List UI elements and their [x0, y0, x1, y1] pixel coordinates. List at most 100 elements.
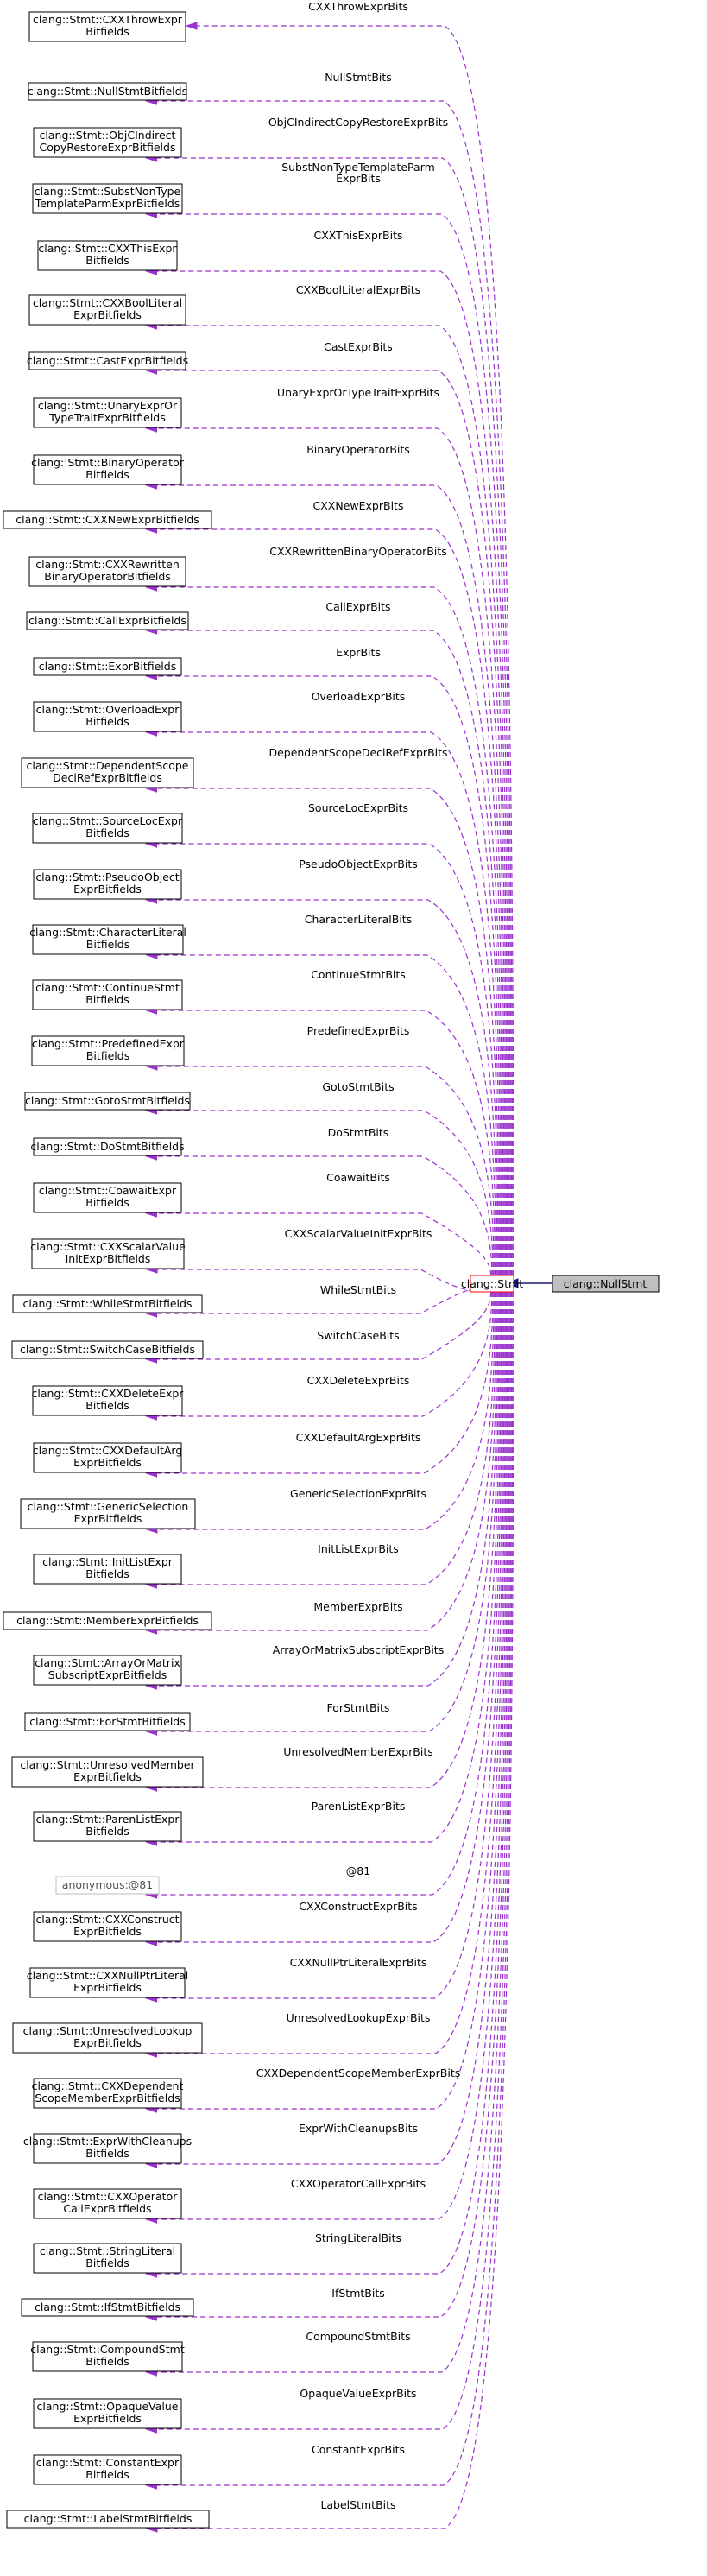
node-label: clang::Stmt::ForStmtBitfields — [29, 1715, 186, 1728]
node-genericsel[interactable]: clang::Stmt::GenericSelectionExprBitfiel… — [20, 1498, 196, 1529]
edge-label: CXXThisExprBits — [313, 229, 402, 242]
usage-edge-throwexpr: CXXThrowExprBits — [185, 0, 514, 1276]
node-for[interactable]: clang::Stmt::ForStmtBitfields — [24, 1712, 191, 1731]
edge-label: CXXScalarValueInitExprBits — [285, 1227, 432, 1240]
node-unaryexpror[interactable]: clang::Stmt::UnaryExprOrTypeTraitExprBit… — [33, 397, 182, 428]
node-do[interactable]: clang::Stmt::DoStmtBitfields — [30, 1137, 185, 1156]
usage-edge-initlist: InitListExprBits — [144, 1291, 496, 1589]
node-cxxnew[interactable]: clang::Stmt::CXXNewExprBitfields — [3, 510, 212, 529]
node-label: clang::Stmt::PseudoObject — [35, 870, 179, 883]
node-label: clang::Stmt::PredefinedExpr — [32, 1037, 185, 1050]
node-objcindirect[interactable]: clang::Stmt::ObjCIndirectCopyRestoreExpr… — [33, 127, 182, 158]
node-binaryop[interactable]: clang::Stmt::BinaryOperatorBitfields — [31, 454, 185, 485]
node-unresolvedmember[interactable]: clang::Stmt::UnresolvedMemberExprBitfiel… — [11, 1756, 204, 1788]
node-callexpr[interactable]: clang::Stmt::CallExprBitfields — [26, 611, 189, 630]
node-while[interactable]: clang::Stmt::WhileStmtBitfields — [12, 1294, 203, 1313]
node-label: CallExprBitfields — [63, 2202, 151, 2215]
node-substnontype[interactable]: clang::Stmt::SubstNonTypeTemplateParmExp… — [32, 183, 183, 214]
node-label: Bitfields — [85, 993, 129, 1006]
node-castexpr[interactable]: clang::Stmt::CastExprBitfields — [27, 351, 188, 370]
edge-label: LabelStmtBits — [320, 2498, 395, 2511]
node-arrayormatrix[interactable]: clang::Stmt::ArrayOrMatrixSubscriptExprB… — [33, 1655, 182, 1686]
edge-label: CXXDeleteExprBits — [307, 1374, 410, 1387]
node-label: clang::Stmt::ExprBitfields — [39, 660, 176, 673]
node-cxxrewritten[interactable]: clang::Stmt::CXXRewrittenBinaryOperatorB… — [28, 556, 186, 587]
node-cxxoperator[interactable]: clang::Stmt::CXXOperatorCallExprBitfield… — [33, 2188, 182, 2219]
node-label: clang::Stmt::CXXDependent — [32, 2079, 184, 2092]
usage-edge-charlit: CharacterLiteralBits — [145, 913, 497, 1276]
node-label: TypeTraitExprBitfields — [48, 411, 166, 424]
usage-edge-coawait: CoawaitBits — [144, 1171, 492, 1276]
usage-edge-cxxscalar: CXXScalarValueInitExprBits — [145, 1227, 490, 1292]
node-dependentscope[interactable]: clang::Stmt::DependentScopeDeclRefExprBi… — [21, 757, 194, 788]
edge-label: CastExprBits — [324, 340, 393, 353]
nullstmt-node[interactable]: clang::NullStmt — [552, 1275, 660, 1293]
node-cxxscalar[interactable]: clang::Stmt::CXXScalarValueInitExprBitfi… — [30, 1238, 186, 1269]
node-goto[interactable]: clang::Stmt::GotoStmtBitfields — [24, 1092, 191, 1111]
node-member[interactable]: clang::Stmt::MemberExprBitfields — [3, 1611, 212, 1630]
node-unresolvedlookup[interactable]: clang::Stmt::UnresolvedLookupExprBitfiel… — [12, 2022, 203, 2054]
node-expr[interactable]: clang::Stmt::ExprBitfields — [33, 657, 182, 676]
usage-edge-cxxnullptr: CXXNullPtrLiteralExprBits — [144, 1291, 504, 2003]
node-nullstmt[interactable]: clang::Stmt::NullStmtBitfields — [28, 82, 187, 101]
node-label: clang::Stmt::ParenListExpr — [36, 1813, 180, 1826]
node-label: ExprBitfields — [73, 1925, 142, 1938]
stmt-node[interactable]: clang::Stmt — [461, 1275, 523, 1293]
usage-edge-genericsel: GenericSelectionExprBits — [145, 1291, 495, 1534]
edge-label: @81 — [346, 1864, 370, 1877]
edge-label: BinaryOperatorBits — [306, 443, 410, 456]
node-cxxdependent[interactable]: clang::Stmt::CXXDependentScopeMemberExpr… — [32, 2078, 184, 2109]
node-label: Bitfields — [85, 826, 129, 839]
edge-label: PredefinedExprBits — [307, 1024, 410, 1037]
node-label: clang::Stmt::CallExprBitfields — [28, 614, 186, 627]
usage-edge-cxxrewritten: CXXRewrittenBinaryOperatorBits — [144, 545, 504, 1276]
node-labelstmt[interactable]: clang::Stmt::LabelStmtBitfields — [6, 2510, 210, 2529]
node-label: clang::Stmt::CXXThisExpr — [38, 242, 177, 255]
node-anon[interactable]: anonymous:@81 — [55, 1876, 160, 1895]
node-label: clang::Stmt::DependentScope — [26, 759, 188, 772]
edge-label: SourceLocExprBits — [308, 801, 408, 814]
usage-edge-if: IfStmtBits — [144, 1291, 510, 2321]
usage-edge-nullstmt: NullStmtBits — [144, 71, 514, 1276]
svg-text:clang::Stmt: clang::Stmt — [461, 1277, 523, 1290]
node-if[interactable]: clang::Stmt::IfStmtBitfields — [21, 2298, 194, 2317]
node-label: ExprBitfields — [73, 1981, 142, 1994]
node-label: CopyRestoreExprBitfields — [40, 141, 176, 154]
edge-label: WhileStmtBits — [320, 1283, 396, 1296]
node-switch[interactable]: clang::Stmt::SwitchCaseBitfields — [11, 1340, 204, 1359]
node-label: DeclRefExprBitfields — [53, 771, 162, 784]
node-label: clang::Stmt::ObjCIndirect — [40, 129, 176, 142]
node-label: clang::Stmt::UnaryExprOr — [38, 399, 178, 412]
node-label: clang::Stmt::DoStmtBitfields — [30, 1140, 184, 1153]
edge-label: ConstantExprBits — [312, 2443, 405, 2456]
node-label: ExprBitfields — [73, 2036, 142, 2049]
edge-label: ContinueStmtBits — [311, 968, 406, 981]
edge-label: ExprWithCleanupsBits — [299, 2122, 418, 2135]
edge-label: MemberExprBits — [313, 1600, 402, 1613]
node-cxxnullptr[interactable]: clang::Stmt::CXXNullPtrLiteralExprBitfie… — [27, 1967, 189, 1998]
node-label: Bitfields — [86, 938, 129, 951]
node-label: clang::Stmt::CXXNullPtrLiteral — [27, 1969, 189, 1982]
edge-label: CXXBoolLiteralExprBits — [296, 283, 420, 296]
